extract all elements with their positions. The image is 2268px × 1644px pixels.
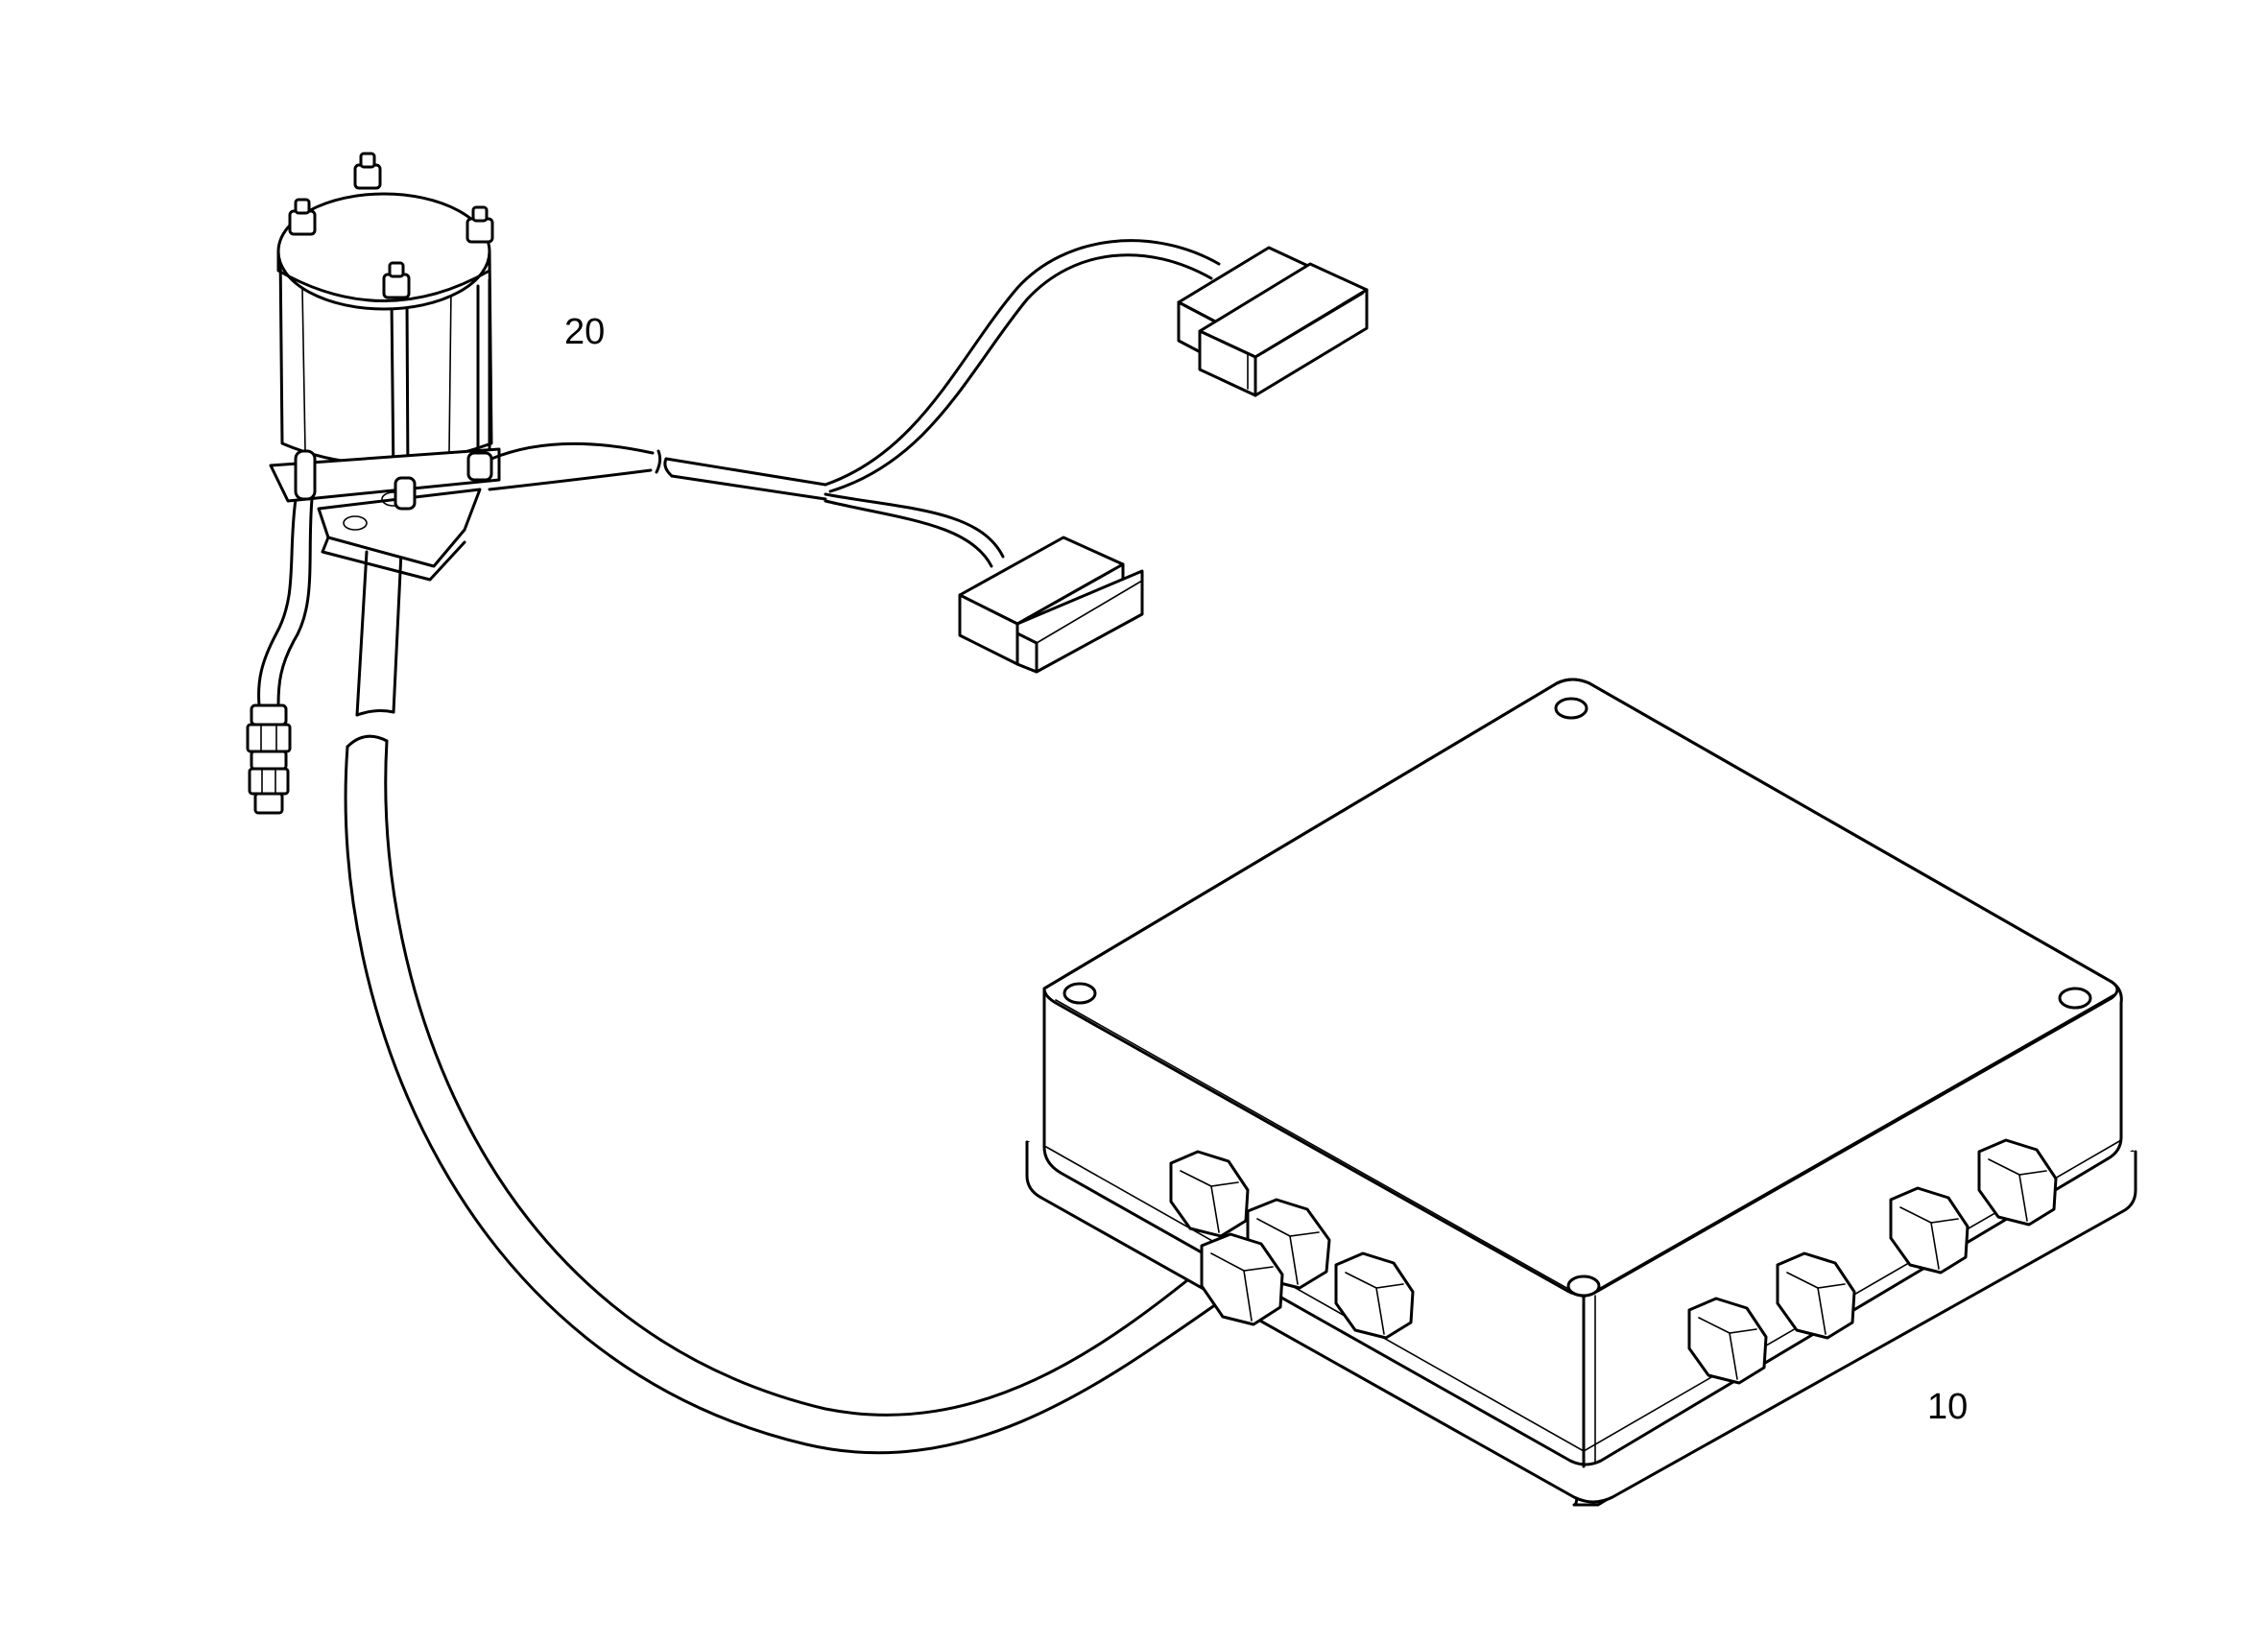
screw-hole <box>1566 1275 1601 1298</box>
hose-entry-gland <box>1200 1198 1331 1326</box>
cap-nut <box>288 198 317 236</box>
cable-gland <box>1776 1251 1856 1340</box>
hose-to-junction-box <box>344 734 1221 1455</box>
lower-connector <box>958 536 1144 674</box>
cap-nut <box>382 261 411 299</box>
cable-gland <box>1169 1150 1250 1238</box>
electrical-cable <box>488 239 1221 568</box>
upper-connector <box>1177 246 1369 397</box>
cable-gland <box>1687 1297 1768 1385</box>
cable-gland <box>1977 1138 2058 1227</box>
hose-break-upper <box>355 550 403 717</box>
junction-box <box>1025 678 2137 1507</box>
pump-unit <box>269 152 501 582</box>
screw-hole <box>1554 697 1588 720</box>
line-fitting <box>246 703 292 815</box>
screw-hole <box>2058 987 2092 1010</box>
cap-nut <box>353 152 382 190</box>
screw-hole <box>1062 982 1097 1005</box>
cable-gland <box>1889 1186 1970 1275</box>
cable-gland <box>1334 1251 1415 1340</box>
callout-pump-unit: 20 <box>564 312 605 352</box>
callout-junction-box: 10 <box>1927 1387 1968 1427</box>
fluid-line <box>246 497 314 815</box>
cap-nut <box>466 205 494 244</box>
